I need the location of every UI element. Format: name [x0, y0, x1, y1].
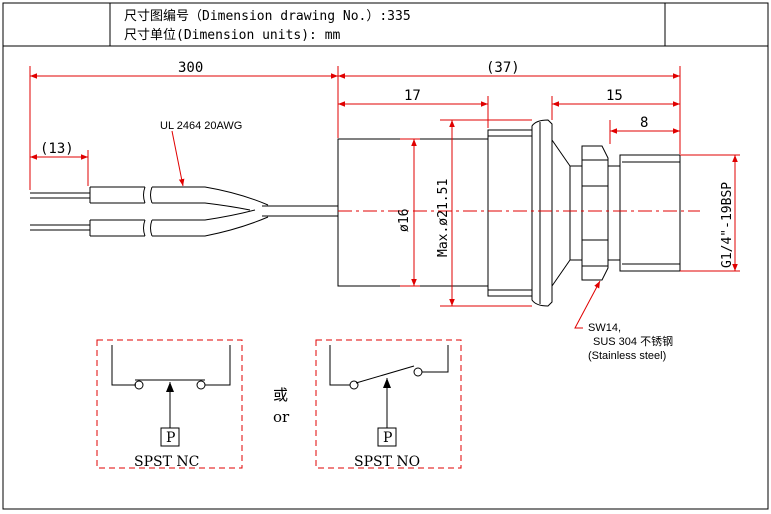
- extension-lines: [29, 66, 740, 307]
- switch-nc-symbol: P SPST NC: [96, 339, 243, 470]
- or-text-cn: 或: [273, 386, 288, 404]
- drawing-number-text: 尺寸图编号（Dimension drawing No.）:335: [124, 9, 411, 24]
- sensor-collar: [487, 129, 533, 297]
- dim-max-diameter: Max.ø21.51: [436, 179, 451, 257]
- dim-strip-length: (13): [40, 141, 74, 157]
- material-note-line2: SUS 304 不锈钢: [593, 335, 673, 348]
- or-text-en: or: [273, 408, 290, 426]
- cable-spec-note: UL 2464 20AWG: [160, 120, 242, 132]
- dim-thread-length: 8: [640, 115, 648, 131]
- dim-body-length: (37): [486, 60, 520, 76]
- dim-thread-spec: G1/4"-19BSP: [720, 182, 735, 268]
- switch-nc-label: SPST NC: [134, 454, 199, 470]
- switch-nc-frame: [96, 339, 243, 469]
- material-note-line3: (Stainless steel): [588, 350, 666, 362]
- dim-body-diameter: ø16: [397, 209, 412, 232]
- switch-nc-pressure-symbol: P: [166, 430, 175, 446]
- dim-hex-thread-length: 15: [606, 88, 623, 104]
- material-note-line1: SW14,: [588, 322, 621, 334]
- dim-cable-length: 300: [178, 60, 203, 76]
- sensor-flange: [531, 119, 553, 307]
- material-leader: [574, 280, 601, 329]
- switch-no-pressure-symbol: P: [383, 430, 392, 446]
- switch-no-symbol: P SPST NO: [315, 339, 462, 470]
- cable-wires: [30, 186, 338, 237]
- sensor-sleeve: [337, 138, 489, 287]
- cable-spec-leader: [171, 130, 185, 187]
- switch-no-frame: [315, 339, 462, 469]
- sensor-neck: [551, 139, 571, 287]
- thread-section: [619, 154, 681, 272]
- switch-no-label: SPST NO: [354, 454, 420, 470]
- dimension-units-text: 尺寸单位(Dimension units): mm: [124, 28, 341, 43]
- dim-sleeve-length: 17: [404, 88, 421, 104]
- hex-nut: [569, 145, 621, 281]
